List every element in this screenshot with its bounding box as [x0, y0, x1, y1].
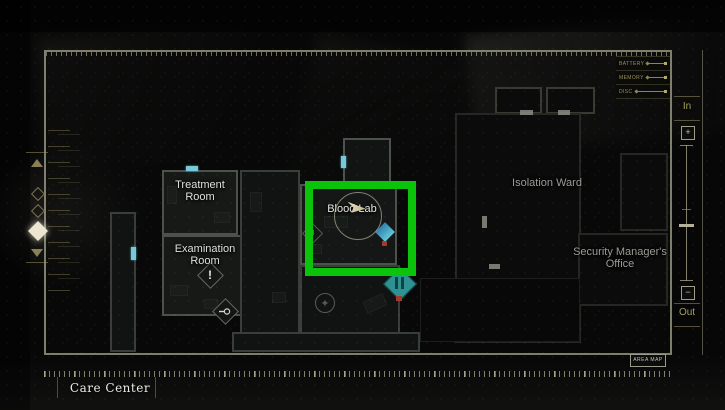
strip-divider — [674, 303, 700, 304]
memory-meter-bar — [645, 76, 668, 79]
left-ruler — [48, 130, 70, 296]
door-icon — [131, 247, 136, 260]
disc-meter: DISC — [616, 85, 670, 99]
room-small-a — [495, 87, 542, 114]
room-north-closet — [343, 138, 391, 186]
strip-divider — [674, 326, 700, 327]
room-east-upper — [620, 153, 668, 231]
location-tick — [155, 377, 156, 398]
zoom-out-label: Out — [678, 307, 696, 318]
zoom-slider-handle[interactable] — [679, 224, 694, 227]
battery-meter: BATTERY — [616, 57, 670, 71]
door-icon — [520, 110, 533, 115]
floor-selector — [24, 148, 52, 268]
battery-meter-bar — [646, 62, 667, 65]
area-unexplored-south — [420, 278, 580, 342]
floor-option-1-active[interactable] — [28, 221, 48, 241]
zoom-out-button[interactable]: − — [681, 286, 695, 300]
objective-exclamation: ! — [208, 268, 212, 282]
room-label-isolation: Isolation Ward — [512, 177, 582, 189]
room-label-examination: Examination Room — [174, 243, 236, 267]
zoom-in-label: In — [682, 101, 692, 112]
corridor-west — [110, 212, 136, 352]
cursor-ring — [334, 192, 382, 240]
highlight-box-blood-lab — [305, 181, 416, 276]
left-ruler-labels — [58, 134, 80, 294]
bg-left-shade — [0, 0, 30, 410]
disc-meter-bar — [634, 90, 668, 93]
typewriter-icon — [219, 308, 231, 315]
area-map-button[interactable]: AREA MAP — [630, 354, 666, 367]
door-icon — [558, 110, 570, 115]
battery-label: BATTERY — [619, 60, 645, 67]
door-red-dot — [382, 241, 387, 246]
room-label-security-office: Security Manager's Office — [573, 246, 667, 270]
disc-label: DISC — [619, 88, 633, 95]
zoom-in-button[interactable]: + — [681, 126, 695, 140]
floor-option-3[interactable] — [30, 186, 46, 202]
zoom-slider[interactable] — [676, 145, 698, 281]
memory-meter: MEMORY — [616, 71, 670, 85]
stairs-bar — [401, 277, 404, 289]
door-icon — [186, 166, 198, 171]
floor-up-button[interactable] — [31, 159, 43, 167]
floor-down-button[interactable] — [31, 249, 43, 257]
memory-label: MEMORY — [619, 74, 644, 81]
corridor-central — [240, 170, 300, 346]
bg-top-shade — [0, 0, 725, 32]
door-icon — [341, 156, 346, 168]
location-tick — [57, 377, 58, 398]
room-label-treatment: Treatment Room — [175, 179, 225, 203]
door-icon — [489, 264, 500, 269]
status-panel: BATTERY MEMORY DISC — [616, 56, 670, 99]
location-label: Care Center — [69, 381, 151, 395]
stairs-red-dot — [396, 296, 402, 301]
stairs-bar — [395, 277, 398, 289]
floor-option-2[interactable] — [30, 203, 46, 219]
right-strip-border — [702, 50, 703, 355]
corridor-south — [232, 332, 420, 352]
strip-divider — [674, 96, 700, 97]
door-icon — [482, 216, 487, 228]
compass-icon: ✦ — [315, 293, 335, 313]
room-treatment[interactable] — [162, 170, 238, 235]
room-security-office[interactable] — [578, 233, 668, 306]
strip-divider — [674, 120, 700, 121]
top-ruler — [46, 52, 670, 56]
room-small-b — [546, 87, 595, 114]
bottom-ruler — [44, 371, 672, 377]
bg-scene-shadow — [0, 355, 725, 410]
